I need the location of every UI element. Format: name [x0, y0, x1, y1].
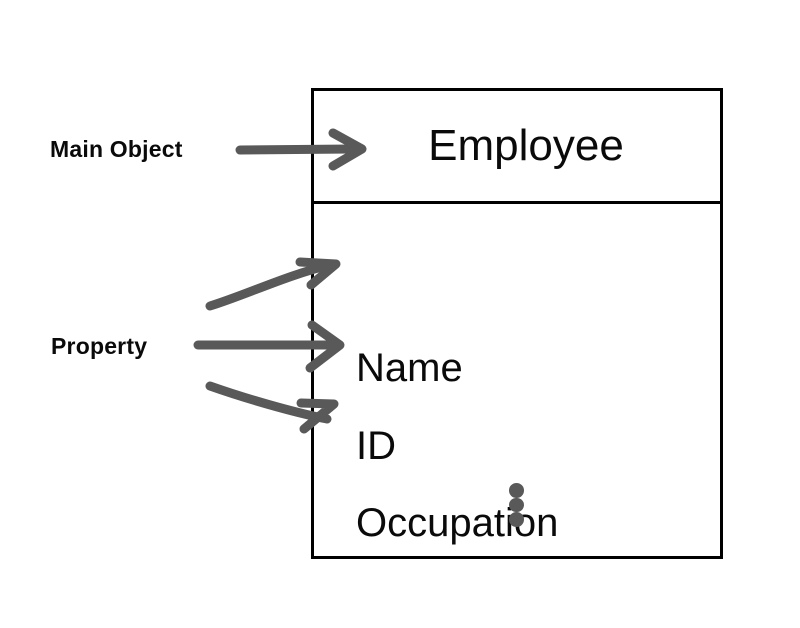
- class-box-attributes: Name ID Occupation: [314, 204, 720, 556]
- class-box-header: Employee: [314, 91, 720, 204]
- attribute-item: Name: [356, 346, 463, 390]
- annotation-label-property: Property: [51, 333, 148, 359]
- ellipsis-dot: [509, 497, 524, 513]
- class-name-label: Employee: [428, 121, 624, 170]
- arrow-property-occupation-shaft: [205, 381, 332, 424]
- attribute-item: ID: [356, 424, 396, 468]
- vertical-ellipsis-icon: [508, 483, 525, 528]
- class-box-employee: Employee Name ID Occupation: [311, 88, 723, 559]
- ellipsis-dot: [509, 483, 524, 498]
- annotation-label-main-object: Main Object: [50, 136, 183, 162]
- ellipsis-dot: [509, 512, 524, 528]
- attribute-item: Occupation: [356, 501, 559, 545]
